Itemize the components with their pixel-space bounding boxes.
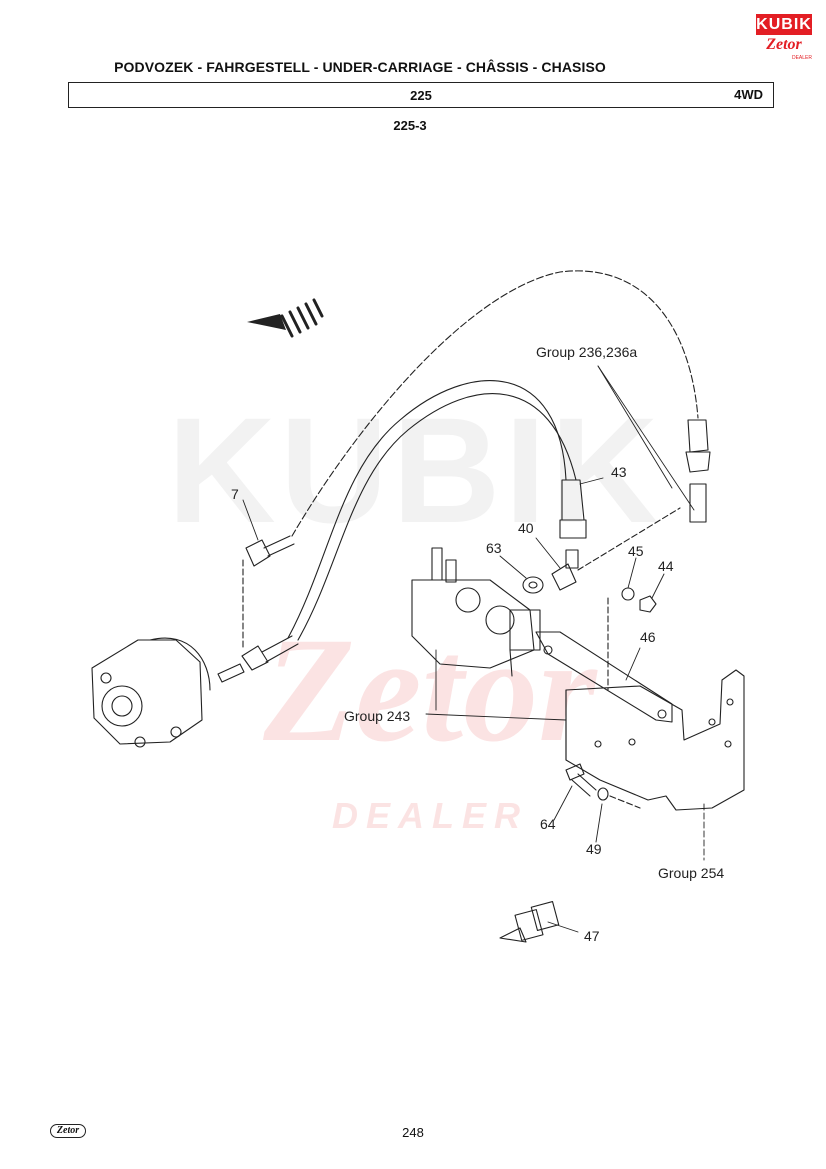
callout-64: 64 bbox=[540, 816, 556, 832]
logo-sub: Zetor bbox=[766, 36, 802, 53]
callout-40: 40 bbox=[518, 520, 534, 536]
callout-43: 43 bbox=[611, 464, 627, 480]
callout-leaders bbox=[242, 365, 705, 933]
subgroup-code: 225-3 bbox=[393, 118, 427, 133]
washer-49 bbox=[597, 787, 609, 801]
logo-brand: KUBIK bbox=[756, 14, 812, 35]
valve-assembly bbox=[411, 547, 541, 677]
fitting-lower bbox=[217, 635, 299, 683]
bolt-64 bbox=[565, 763, 597, 797]
callout-47: 47 bbox=[584, 928, 600, 944]
pump-housing-left bbox=[91, 637, 211, 748]
grease-nipple-47 bbox=[499, 901, 560, 943]
variant-label: 4WD bbox=[734, 87, 763, 102]
watermark-dealer: DEALER bbox=[331, 795, 528, 836]
washer-45 bbox=[621, 587, 635, 601]
callout-group-254: Group 254 bbox=[658, 865, 724, 881]
page-title: PODVOZEK - FAHRGESTELL - UNDER-CARRIAGE … bbox=[114, 59, 606, 75]
callout-group-236: Group 236,236a bbox=[536, 344, 637, 360]
header-box: 225 4WD bbox=[68, 82, 774, 108]
logo-tag: DEALER bbox=[791, 55, 812, 61]
callout-44: 44 bbox=[658, 558, 674, 574]
callout-45: 45 bbox=[628, 543, 644, 559]
callout-49: 49 bbox=[586, 841, 602, 857]
washer-63 bbox=[522, 576, 544, 594]
callout-7: 7 bbox=[231, 486, 239, 502]
direction-arrow-icon bbox=[247, 298, 324, 338]
elbow-fitting-40 bbox=[551, 507, 681, 591]
page-number: 248 bbox=[402, 1125, 424, 1140]
callout-46: 46 bbox=[640, 629, 656, 645]
hose-43 bbox=[287, 380, 587, 641]
footer-zetor-logo: Zetor bbox=[50, 1124, 86, 1138]
fitting-7-upper bbox=[245, 535, 295, 567]
bracket-46 bbox=[535, 631, 673, 723]
kubik-zetor-logo: KUBIK Zetor DEALER bbox=[756, 14, 812, 64]
model-number: 225 bbox=[410, 88, 432, 103]
watermark-zetor: Zetor bbox=[263, 607, 597, 773]
callout-group-243: Group 243 bbox=[344, 708, 410, 724]
thin-pipe bbox=[291, 270, 699, 537]
nut-44 bbox=[639, 595, 657, 613]
frame-bracket bbox=[565, 597, 745, 811]
callout-63: 63 bbox=[486, 540, 502, 556]
